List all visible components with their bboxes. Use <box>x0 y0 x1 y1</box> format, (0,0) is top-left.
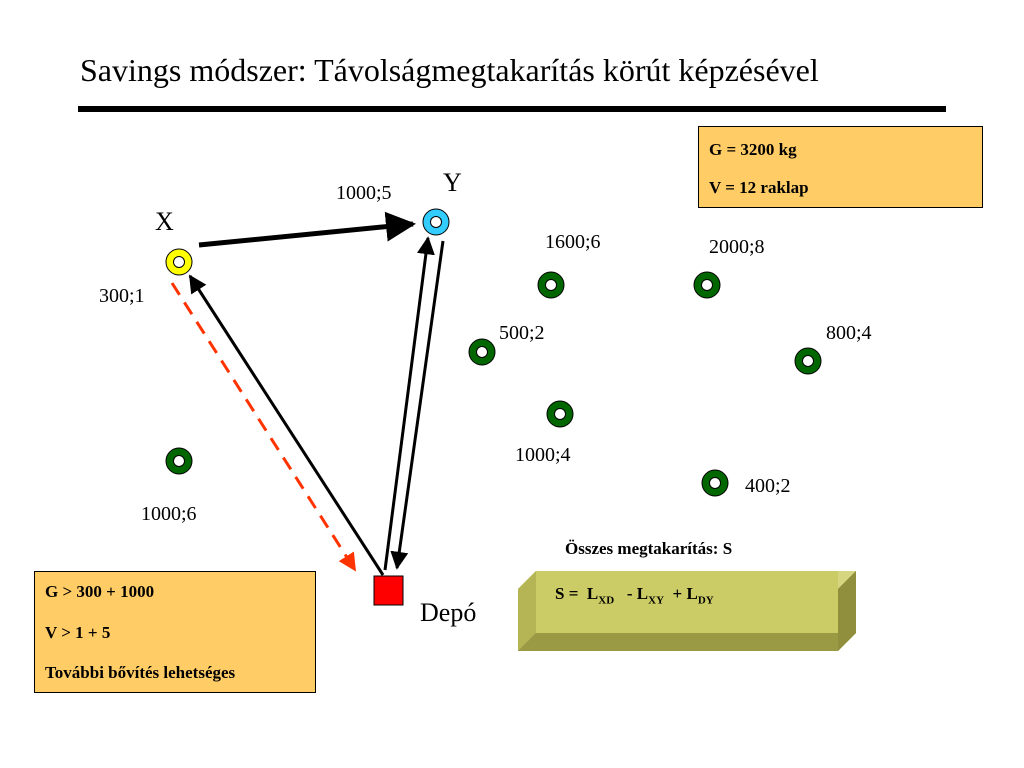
customer-demand: 1600;6 <box>545 231 601 253</box>
formula-term-xd: LXD <box>586 584 615 607</box>
title-divider <box>78 106 946 112</box>
route-x-to-y <box>198 211 416 248</box>
node-y-demand: 1000;5 <box>336 182 392 204</box>
check-conclusion: További bővítés lehetséges <box>45 663 236 682</box>
customer-node: 400;2 <box>701 469 791 497</box>
customer-demand: 400;2 <box>745 475 791 497</box>
route-depot-to-y <box>383 236 435 571</box>
vehicle-capacity-box: G = 3200 kg V = 12 raklap <box>698 126 983 208</box>
node-x-name: X <box>155 207 174 236</box>
formula-prefix: S = <box>555 584 579 603</box>
savings-formula-box: S = LXD - LXY + LDY <box>518 571 856 651</box>
customer-demand: 2000;8 <box>709 236 765 258</box>
savings-caption: Összes megtakarítás: S <box>565 539 733 558</box>
customer-node: 1000;4 <box>515 400 574 466</box>
node-x-demand: 300;1 <box>99 285 145 307</box>
route-depot-to-x <box>188 274 385 576</box>
route-y-to-depot <box>390 240 445 570</box>
customer-node: 1000;6 <box>141 447 197 525</box>
capacity-weight: G = 3200 kg <box>709 140 797 159</box>
depot-marker <box>373 575 404 606</box>
slide-title: Savings módszer: Távolságmegtakarítás kö… <box>80 52 819 88</box>
customer-node: 500;2 <box>468 322 545 366</box>
formula-term-xy: - LXY <box>626 584 665 607</box>
customer-node: 800;4 <box>794 322 872 375</box>
formula-term-dy: + LDY <box>672 584 714 607</box>
customer-demand: 800;4 <box>826 322 872 344</box>
savings-formula: S = LXD - LXY + LDY <box>555 584 714 606</box>
depot-label: Depó <box>420 598 476 627</box>
check-volume: V > 1 + 5 <box>45 623 111 642</box>
customer-node: 2000;8 <box>693 236 765 299</box>
customer-demand: 500;2 <box>499 322 545 344</box>
customer-demand: 1000;4 <box>515 444 571 466</box>
check-weight: G > 300 + 1000 <box>45 582 155 601</box>
customer-demand: 1000;6 <box>141 503 197 525</box>
node-y-name: Y <box>443 168 462 197</box>
customer-node: 1600;6 <box>537 231 601 299</box>
capacity-check-box: G > 300 + 1000 V > 1 + 5 További bővítés… <box>34 571 316 693</box>
route-x-to-depot-dashed <box>170 282 357 572</box>
capacity-volume: V = 12 raklap <box>709 178 809 197</box>
